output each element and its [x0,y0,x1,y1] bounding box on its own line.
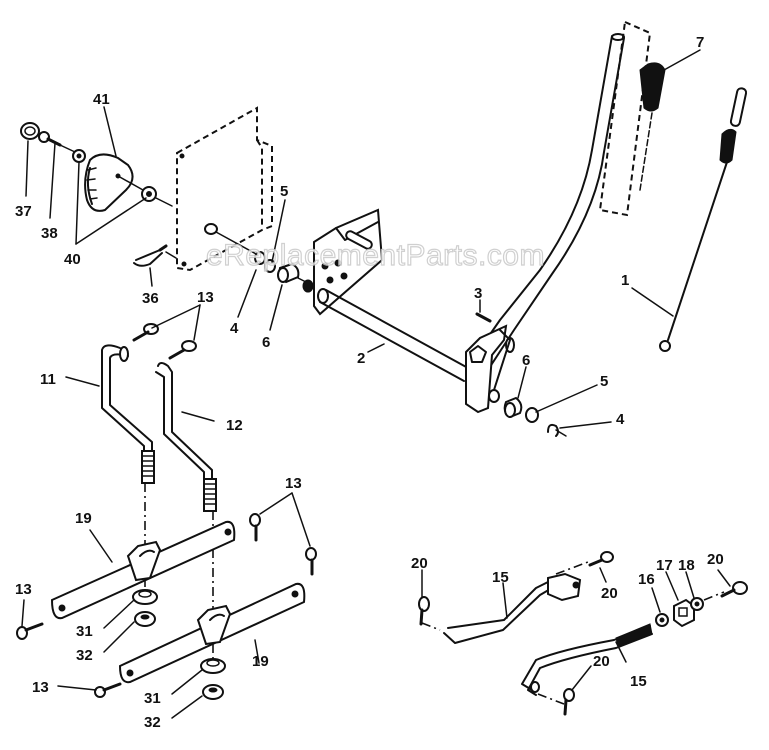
leader-lines [21,49,731,719]
callout-13-a: 13 [197,289,214,306]
knob-37[interactable] [20,122,40,140]
bushing-6-right[interactable] [488,389,523,419]
centerline-15-upper-b [555,561,589,575]
cam-41[interactable] [84,153,134,212]
bushing-6-left[interactable] [277,262,300,284]
washer-5-right[interactable] [525,407,539,423]
callout-5-left: 5 [280,183,288,200]
callout-15-lower: 15 [630,673,647,690]
assembly-line [155,197,173,207]
callout-20-d: 20 [593,653,610,670]
nut-16[interactable] [655,613,669,627]
callout-13-c: 13 [15,581,32,598]
hairpin-13-e[interactable] [249,513,261,542]
callout-37: 37 [15,203,32,220]
callout-13-d: 13 [32,679,49,696]
hairpin-13-c[interactable] [16,622,44,640]
centerline-15-upper [421,622,441,631]
retainer-4-right[interactable] [547,423,567,437]
callout-5-right: 5 [600,373,608,390]
bushing-31-upper[interactable] [132,589,158,605]
callout-11: 11 [40,371,56,388]
callout-31-upper: 31 [76,623,93,640]
lift-arm-19-upper[interactable] [50,520,236,620]
callout-36: 36 [142,290,159,307]
callout-19-lower: 19 [252,653,269,670]
callout-40: 40 [64,251,81,268]
lift-bracket-plate[interactable] [313,208,384,316]
hairpin-20-a[interactable] [418,596,430,626]
lift-link-12[interactable] [155,362,217,512]
callout-1: 1 [621,272,629,289]
callout-32-upper: 32 [76,647,93,664]
callout-17: 17 [656,557,673,574]
centerline-15-lower [537,693,565,705]
front-rod-15-upper[interactable] [443,572,582,644]
lift-link-11[interactable] [101,344,155,484]
assembly-line [117,175,144,191]
centerline-hardware [703,591,725,601]
callout-19-upper: 19 [75,510,92,527]
callout-20-a: 20 [411,555,428,572]
callout-15-upper: 15 [492,569,509,586]
hairpin-20-d[interactable] [563,688,575,716]
bolt-38[interactable] [38,131,62,147]
callout-4-right: 4 [616,411,625,428]
nut-18[interactable] [690,597,704,611]
cross-shaft-2[interactable] [317,288,469,382]
callout-6-right: 6 [522,352,530,369]
lift-arm-19-lower[interactable] [118,582,306,684]
callout-3: 3 [474,285,482,302]
hairpin-13-d[interactable] [94,682,122,698]
callout-20-c: 20 [707,551,724,568]
hairpin-20-c[interactable] [720,581,748,598]
block-17[interactable] [673,598,695,628]
callout-7: 7 [696,34,704,51]
callout-13-b: 13 [285,475,302,492]
hairpin-13-f[interactable] [305,547,317,576]
callout-41: 41 [93,91,110,108]
callout-32-lower: 32 [144,714,161,731]
lift-lever[interactable] [465,33,625,414]
retainer-4-left[interactable] [254,251,266,265]
nut-32-lower[interactable] [202,684,224,700]
callout-4-left: 4 [230,320,239,337]
callout-31-lower: 31 [144,690,161,707]
callout-20-b: 20 [601,585,618,602]
hairpin-20-b[interactable] [588,551,614,567]
watermark: eReplacementParts.com [206,239,545,272]
callout-2: 2 [357,350,365,367]
handle-grip-7[interactable] [598,20,666,217]
bushing-31-lower[interactable] [200,658,226,674]
hairpin-13-a[interactable] [132,323,159,342]
callout-12: 12 [226,417,243,434]
nut-32-upper[interactable] [134,611,156,627]
washer-5-left[interactable] [264,259,276,273]
callout-16: 16 [638,571,655,588]
callout-38: 38 [41,225,58,242]
spacer-bolt [204,223,259,256]
panel-outline [176,106,273,272]
washer-40-a[interactable] [72,149,86,163]
lift-rod-1[interactable] [659,87,748,352]
pin-3[interactable] [475,312,492,323]
shaft-end [302,279,314,293]
callout-6-left: 6 [262,334,270,351]
clip-36[interactable] [133,244,177,267]
assembly-line [59,144,76,153]
washer-40-b[interactable] [141,186,157,202]
callout-18: 18 [678,557,695,574]
hairpin-13-b[interactable] [168,340,197,360]
